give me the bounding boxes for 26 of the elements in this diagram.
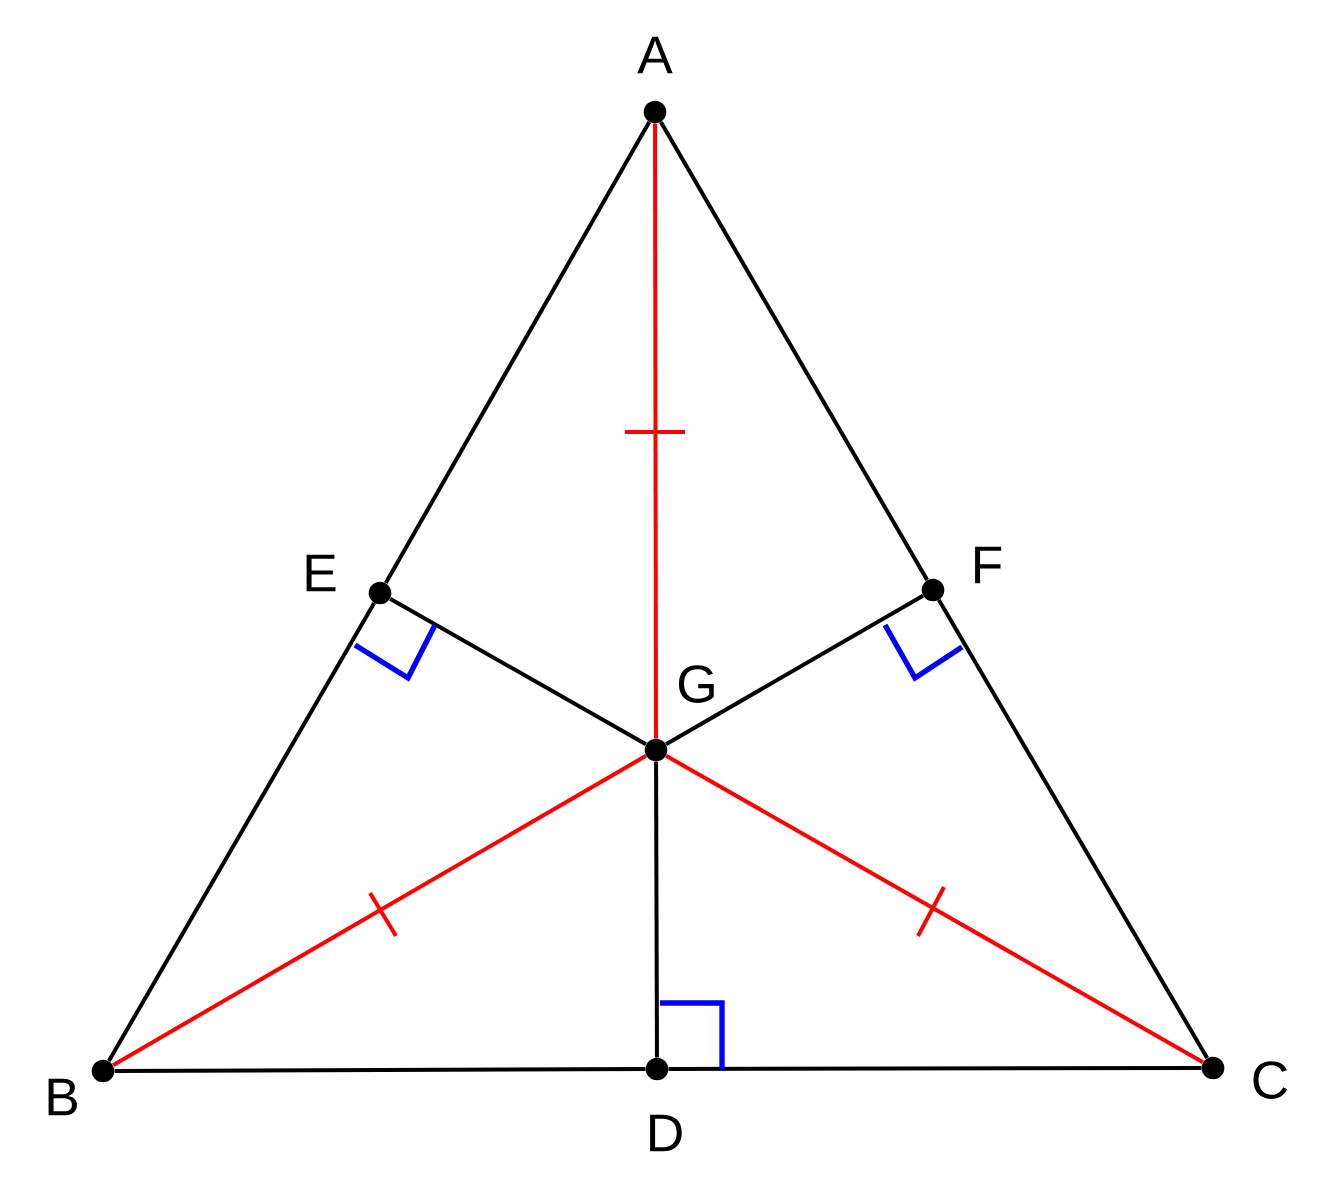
line-segment [659, 121, 929, 581]
line-segment [665, 594, 924, 746]
node-label: F [975, 546, 1002, 584]
point: E [306, 554, 392, 605]
line-segment [389, 597, 647, 746]
median-line [112, 754, 647, 1067]
point: B [48, 1059, 115, 1116]
node-label: E [306, 554, 336, 592]
point: C [1201, 1056, 1288, 1099]
line-segment [107, 602, 376, 1062]
node-label: D [650, 1114, 682, 1152]
point: G [644, 665, 714, 762]
line-segment [668, 1066, 1202, 1071]
point: A [637, 36, 673, 124]
node-label: G [678, 665, 714, 703]
node-label: B [48, 1078, 77, 1116]
node-label: A [637, 36, 673, 74]
line-segment [654, 761, 659, 1058]
node-label: C [1253, 1061, 1288, 1099]
median-line [665, 754, 1204, 1064]
median-line [653, 123, 658, 739]
line-segment [384, 121, 651, 584]
line-segment [937, 599, 1209, 1059]
line-segment [114, 1067, 646, 1073]
point: F [921, 546, 1002, 602]
point: D [645, 1057, 682, 1152]
